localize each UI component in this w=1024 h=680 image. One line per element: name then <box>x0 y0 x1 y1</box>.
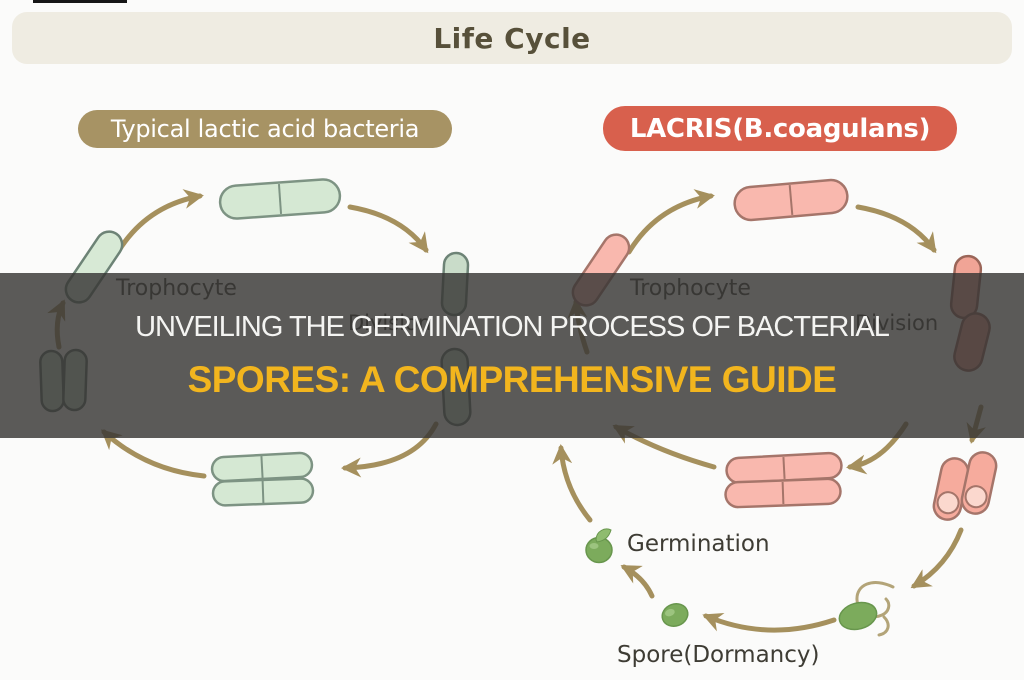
banner-title-line1: UNVEILING THE GERMINATION PROCESS OF BAC… <box>135 310 890 343</box>
lysing-cell-with-spore <box>838 581 895 637</box>
arrow-left-bottom-to-side <box>101 429 207 479</box>
dormant-spore <box>661 602 689 628</box>
lysed-cell-wall-tail <box>877 615 890 637</box>
endospore-1 <box>936 491 960 515</box>
header-bar: Life Cycle <box>12 12 1012 64</box>
title-banner-overlay: UNVEILING THE GERMINATION PROCESS OF BAC… <box>0 273 1024 438</box>
left-bottom-cell-pair <box>210 451 315 507</box>
left-top-dividing-cell <box>218 178 342 220</box>
germinating-spore <box>585 528 613 564</box>
arrow-lysis-to-spore <box>702 612 837 633</box>
germination-sprout <box>595 528 612 543</box>
endospore-2 <box>964 485 988 509</box>
arrow-spore-to-germination <box>620 564 655 599</box>
badge-left-label: Typical lactic acid bacteria <box>110 115 420 143</box>
right-bottom-cell-pair <box>724 451 843 509</box>
badge-lacris-b-coagulans: LACRIS(B.coagulans) <box>603 106 957 151</box>
badge-right-label: LACRIS(B.coagulans) <box>629 113 931 144</box>
label-germination: Germination <box>627 531 770 557</box>
label-spore-dormancy: Spore(Dormancy) <box>617 642 820 668</box>
page-title: Life Cycle <box>433 21 591 55</box>
arrow-right-top-to-division <box>855 204 937 254</box>
sporulating-cell-2 <box>960 451 998 515</box>
badge-typical-lactic-acid-bacteria: Typical lactic acid bacteria <box>78 110 452 148</box>
arrow-germination-up <box>552 444 593 523</box>
released-spore <box>838 601 878 631</box>
arrow-left-troph-to-top <box>115 189 204 255</box>
sporulating-cell-pair <box>932 451 998 521</box>
sporulating-cell-1 <box>932 457 970 521</box>
right-top-dividing-cell <box>733 178 849 222</box>
arrow-right-troph-to-top <box>626 189 715 255</box>
banner-title-line2: SPORES: A COMPREHENSIVE GUIDE <box>187 358 837 400</box>
top-edge-mark <box>33 0 127 3</box>
arrow-left-top-to-division <box>347 204 429 254</box>
arrow-sporulation-to-lysis <box>910 527 964 589</box>
